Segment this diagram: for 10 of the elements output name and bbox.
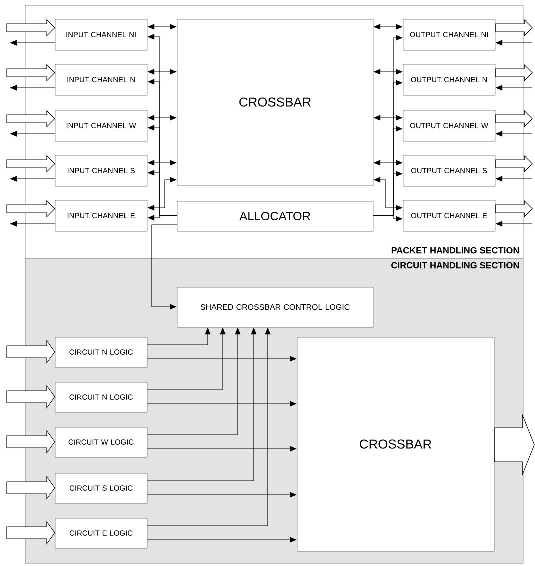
crossbar-box: CROSSBAR [297, 337, 495, 552]
crossbar-box: CROSSBAR [177, 19, 374, 186]
wide-arrow [495, 19, 534, 37]
wide-arrow [495, 64, 534, 82]
wide-arrow [495, 155, 534, 173]
wide-arrow [494, 413, 535, 477]
arrow [152, 224, 178, 310]
wide-arrow [495, 200, 534, 218]
allocator-box: ALLOCATOR [177, 201, 374, 232]
wide-arrow [495, 110, 534, 128]
